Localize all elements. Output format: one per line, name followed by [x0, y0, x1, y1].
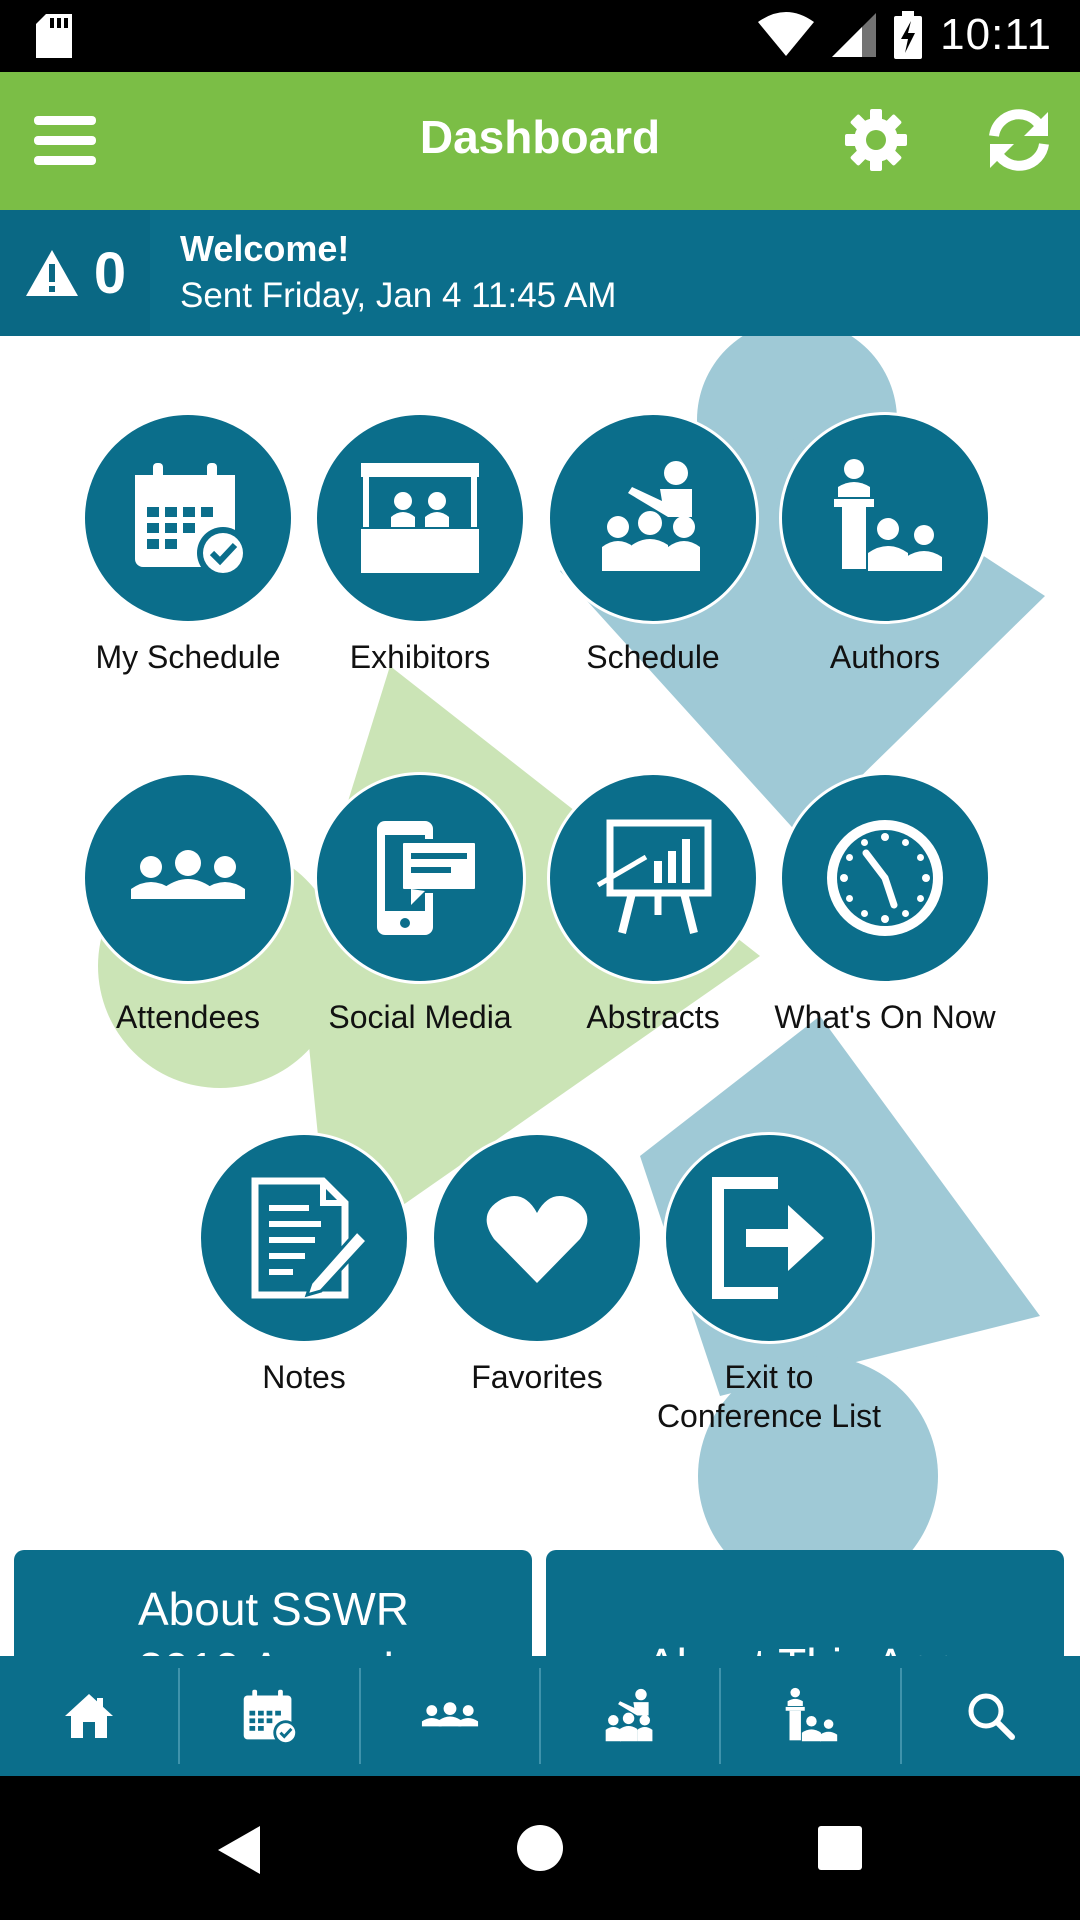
- tile-exit-conference-list[interactable]: Exit to Conference List: [653, 1132, 885, 1436]
- about-sswr-card[interactable]: About SSWR 2019 Annual: [14, 1550, 532, 1656]
- app-bar: Dashboard: [0, 72, 1080, 210]
- tile-schedule[interactable]: Schedule: [537, 412, 769, 677]
- tile-abstracts[interactable]: Abstracts: [537, 772, 769, 1037]
- tile-label: Favorites: [471, 1359, 603, 1395]
- exit-icon: [712, 1177, 824, 1299]
- nav-home[interactable]: [0, 1668, 181, 1764]
- clock-icon: [827, 820, 943, 936]
- tile-label: My Schedule: [95, 639, 281, 675]
- status-bar: 10:11: [0, 0, 1080, 72]
- tile-label: Schedule: [586, 639, 720, 675]
- alert-counter: 0: [0, 210, 150, 336]
- tile-label: What's On Now: [774, 999, 996, 1035]
- tile-label: Exit to Conference List: [656, 1359, 882, 1434]
- dashboard-grid: My Schedule Exhibitors: [0, 336, 1080, 1656]
- about-app-card[interactable]: About This App: [546, 1550, 1064, 1656]
- refresh-icon[interactable]: [984, 106, 1054, 174]
- tile-authors[interactable]: Authors: [769, 412, 1001, 677]
- podium-icon: [834, 459, 942, 571]
- tile-favorites[interactable]: Favorites: [421, 1132, 653, 1397]
- recents-icon[interactable]: [818, 1826, 862, 1870]
- page-title: Dashboard: [419, 111, 661, 163]
- about-app-line1: About This App: [646, 1638, 957, 1656]
- gear-icon[interactable]: [844, 108, 908, 172]
- about-sswr-line1: About SSWR: [138, 1583, 409, 1635]
- booth-icon: [361, 463, 479, 573]
- podium-icon: [786, 1687, 838, 1742]
- nav-search[interactable]: [902, 1668, 1080, 1764]
- message-subtitle: Sent Friday, Jan 4 11:45 AM: [180, 276, 617, 315]
- sd-card-icon: [36, 14, 72, 58]
- easel-chart-icon: [596, 819, 712, 934]
- nav-my-schedule[interactable]: [180, 1668, 361, 1764]
- tile-label: Notes: [262, 1359, 346, 1395]
- battery-charging-icon: [894, 11, 923, 59]
- nav-schedule[interactable]: [541, 1668, 722, 1764]
- heart-icon: [486, 1196, 588, 1283]
- message-banner[interactable]: 0 Welcome! Sent Friday, Jan 4 11:45 AM: [0, 210, 1080, 336]
- phone-chat-icon: [377, 821, 479, 935]
- home-button-icon[interactable]: [516, 1824, 564, 1872]
- tile-my-schedule[interactable]: My Schedule: [72, 412, 304, 677]
- back-icon[interactable]: [216, 1824, 262, 1876]
- message-title: Welcome!: [180, 228, 350, 269]
- tile-attendees[interactable]: Attendees: [72, 772, 304, 1037]
- alert-count: 0: [93, 240, 127, 306]
- tile-label: Authors: [829, 639, 941, 675]
- nav-authors[interactable]: [721, 1668, 902, 1764]
- signal-icon: [832, 13, 877, 57]
- home-icon: [65, 1694, 114, 1738]
- document-pen-icon: [251, 1177, 369, 1299]
- nav-attendees[interactable]: [361, 1668, 541, 1764]
- about-sswr-line2: 2019 Annual: [138, 1642, 394, 1656]
- tile-social-media[interactable]: Social Media: [304, 772, 536, 1037]
- tile-notes[interactable]: Notes: [188, 1132, 420, 1397]
- tile-label: Attendees: [115, 999, 261, 1035]
- search-icon: [968, 1693, 1015, 1740]
- warning-icon: [25, 250, 78, 296]
- tile-label: Social Media: [328, 999, 512, 1035]
- calendar-check-icon: [244, 1689, 299, 1746]
- presenter-icon: [605, 1688, 653, 1742]
- menu-icon[interactable]: [30, 112, 102, 170]
- calendar-check-icon: [135, 463, 249, 579]
- tile-whats-on-now[interactable]: What's On Now: [769, 772, 1001, 1037]
- wifi-icon: [758, 12, 815, 56]
- people-group-icon: [421, 1702, 478, 1727]
- system-nav-bar: [0, 1776, 1080, 1920]
- presenter-icon: [602, 461, 700, 571]
- tile-exhibitors[interactable]: Exhibitors: [304, 412, 536, 677]
- bottom-nav: [0, 1656, 1080, 1776]
- status-time: 10:11: [940, 10, 1052, 59]
- tile-label: Abstracts: [586, 999, 720, 1035]
- people-group-icon: [131, 850, 245, 899]
- tile-label: Exhibitors: [349, 639, 491, 675]
